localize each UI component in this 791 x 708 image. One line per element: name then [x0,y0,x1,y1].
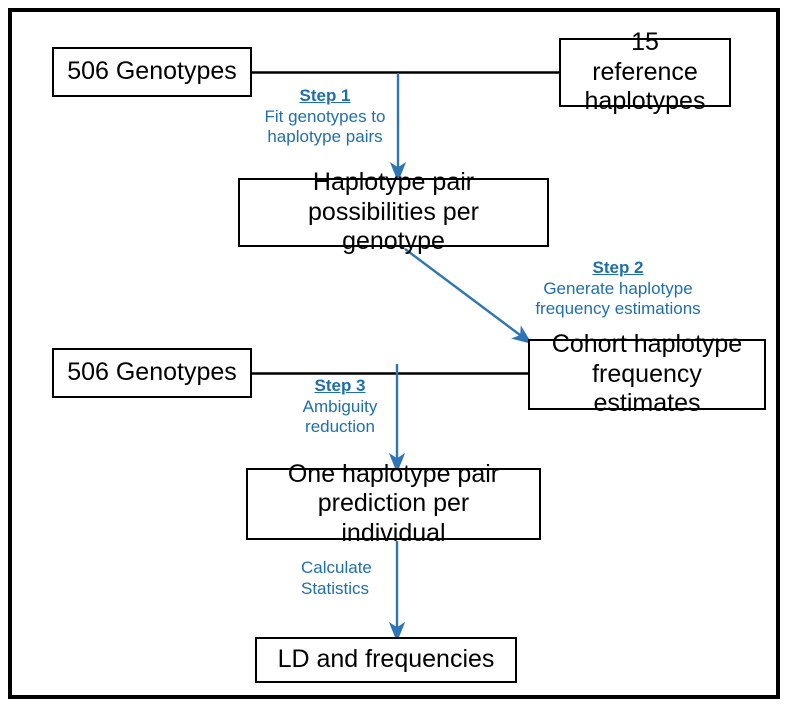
node-genotypes-middle-label: 506 Genotypes [67,358,237,387]
node-genotypes-top: 506 Genotypes [52,47,252,97]
node-cohort-frequency-line1: Cohort haplotype [551,330,743,359]
step3-desc-line1: Ambiguity [302,396,378,416]
step3-desc-line2: reduction [305,417,375,437]
step1-title: Step 1 [299,86,351,105]
node-genotypes-top-label: 506 Genotypes [67,57,237,86]
node-ld-and-frequencies-label: LD and frequencies [277,645,495,674]
node-reference-haplotypes-label: 15 reference haplotypes [561,28,729,117]
step2-desc-line1: Generate haplotype [543,278,693,298]
step2-desc-line2: frequency estimations [535,299,701,319]
node-one-haplotype-pair-prediction-line1: One haplotype pair [287,459,500,488]
figure-outer-border: 506 Genotypes 15 reference haplotypes Ha… [8,8,780,699]
step2-annotation: Step 2 Generate haplotype frequency esti… [503,258,733,320]
step1-annotation: Step 1 Fit genotypes to haplotype pairs [255,86,395,148]
calculate-desc-line2: Statistics [301,578,370,598]
node-reference-haplotypes-line2: haplotypes [584,87,706,116]
node-ld-and-frequencies: LD and frequencies [255,637,517,683]
node-reference-haplotypes-line1: 15 reference [592,28,698,86]
step1-desc-line1: Fit genotypes to [264,106,386,126]
node-one-haplotype-pair-prediction-line2: prediction per individual [317,489,470,547]
step2-title: Step 2 [592,258,644,277]
calculate-desc-line1: Calculate [301,558,372,577]
node-genotypes-middle: 506 Genotypes [52,348,252,398]
node-haplotype-pair-possibilities: Haplotype pair possibilities per genotyp… [238,168,549,255]
node-haplotype-pair-possibilities-label: Haplotype pair possibilities per genotyp… [240,168,547,257]
step3-annotation: Step 3 Ambiguity reduction [286,376,394,438]
node-cohort-frequency-line2: frequency estimates [592,359,702,418]
node-haplotype-pair-possibilities-line1: Haplotype pair [312,168,475,197]
connector-layer [252,71,559,643]
node-one-haplotype-pair-prediction-label: One haplotype pair prediction per indivi… [248,460,539,549]
node-haplotype-pair-possibilities-line2: possibilities per genotype [308,197,479,256]
step1-desc-line2: haplotype pairs [267,127,383,147]
node-one-haplotype-pair-prediction: One haplotype pair prediction per indivi… [246,460,541,547]
calculate-statistics-annotation: Calculate Statistics [301,558,401,599]
node-reference-haplotypes: 15 reference haplotypes [559,28,731,115]
node-cohort-haplotype-frequency-estimates: Cohort haplotype frequency estimates [528,330,766,417]
connector-step2-arrow [404,248,533,345]
step3-title: Step 3 [314,376,366,395]
node-cohort-haplotype-frequency-estimates-label: Cohort haplotype frequency estimates [530,330,764,419]
